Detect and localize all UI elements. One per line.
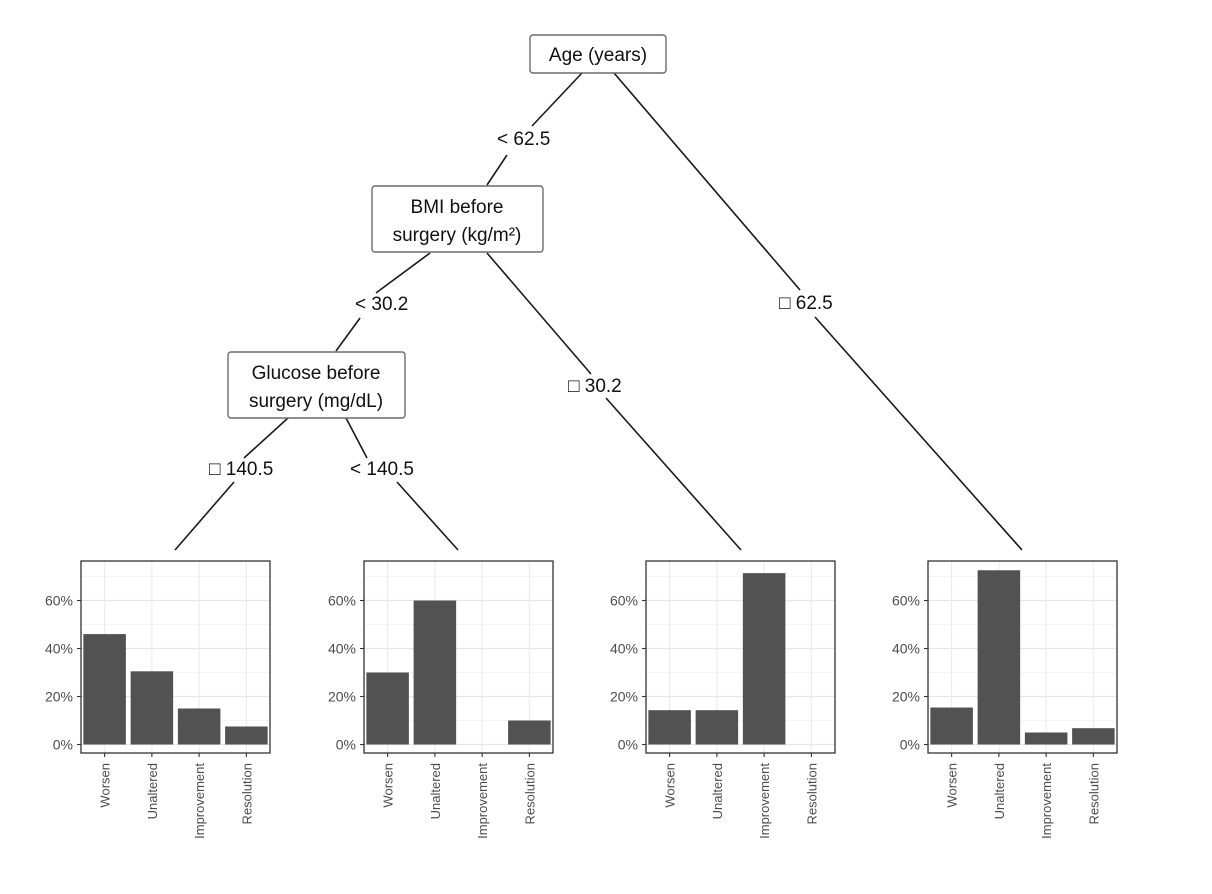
edge-label-glucose-left: □ 140.5: [209, 459, 273, 480]
node-bmi: BMI before surgery (kg/m²): [371, 185, 544, 253]
node-glucose-label-line1: Glucose before: [252, 363, 381, 384]
x-tick-label-resolution: Resolution: [239, 763, 254, 824]
y-tick-label: 20%: [610, 689, 638, 705]
y-tick-label: 40%: [610, 641, 638, 657]
leaf-charts: 0% 20% 40% 60% Worsen Unaltered Improvement Res…: [45, 560, 1118, 839]
bar-resolution: [508, 720, 551, 745]
bar-unaltered: [413, 600, 457, 745]
edge-label-bmi-left: < 30.2: [355, 294, 408, 315]
bar-resolution: [225, 726, 268, 745]
y-tick-label: 60%: [328, 593, 356, 609]
y-tick-label: 60%: [892, 593, 920, 609]
x-tick-label-resolution: Resolution: [804, 763, 819, 824]
y-tick-label: 20%: [328, 689, 356, 705]
x-tick-label-resolution: Resolution: [1086, 763, 1101, 824]
x-tick-label-worsen: Worsen: [945, 763, 960, 808]
y-tick-label: 20%: [45, 689, 73, 705]
edge-age-to-leaf4-lower: [814, 316, 1023, 551]
bar-unaltered: [130, 671, 174, 745]
y-tick-label: 60%: [610, 593, 638, 609]
edge-bmi-to-leaf3-lower: [605, 397, 742, 551]
leaf-chart-border: [645, 560, 836, 754]
node-glucose-label-line2: surgery (mg/dL): [249, 391, 383, 412]
edge-bmi-to-glucose-upper: [375, 252, 431, 294]
bar-unaltered: [977, 570, 1021, 745]
x-tick-label-unaltered: Unaltered: [145, 763, 160, 819]
x-tick-label-improvement: Improvement: [1039, 763, 1054, 839]
bar-worsen: [83, 634, 126, 745]
y-tick-label: 0%: [53, 737, 73, 753]
edge-label-age-left: < 62.5: [497, 129, 550, 150]
node-glucose-box: [227, 351, 406, 419]
edge-age-to-bmi-lower: [486, 154, 508, 186]
bar-improvement: [1024, 732, 1068, 745]
leaf-chart-4: 0% 20% 40% 60% Worsen Unaltered Improvement Res…: [892, 560, 1118, 839]
edge-age-to-bmi-upper: [531, 72, 583, 127]
x-tick-label-worsen: Worsen: [381, 763, 396, 808]
edge-bmi-to-glucose-lower: [335, 317, 361, 352]
leaf-chart-border: [363, 560, 554, 754]
bar-improvement: [742, 573, 786, 745]
node-age: Age (years): [529, 34, 667, 74]
bar-resolution: [1072, 728, 1115, 745]
bar-worsen: [930, 707, 973, 745]
node-bmi-box: [371, 185, 544, 253]
leaf-chart-3: 0% 20% 40% 60% Worsen Unaltered Improvement Res…: [610, 560, 836, 839]
edge-label-age-right: □ 62.5: [779, 293, 833, 314]
node-age-label: Age (years): [549, 45, 647, 66]
node-bmi-label-line2: surgery (kg/m²): [393, 225, 522, 246]
node-bmi-label-line1: BMI before: [411, 197, 504, 218]
bar-unaltered: [695, 710, 739, 745]
y-tick-label: 40%: [892, 641, 920, 657]
edge-label-bmi-right: □ 30.2: [568, 376, 622, 397]
edge-glucose-to-leaf1-lower: [174, 481, 235, 551]
y-tick-label: 40%: [328, 641, 356, 657]
bar-improvement: [177, 708, 221, 745]
bar-worsen: [366, 672, 409, 745]
y-tick-label: 40%: [45, 641, 73, 657]
leaf-chart-border: [927, 560, 1118, 754]
tree-edges: [174, 72, 1023, 551]
edge-glucose-to-leaf1-upper: [243, 417, 289, 459]
x-tick-label-unaltered: Unaltered: [428, 763, 443, 819]
x-tick-label-improvement: Improvement: [192, 763, 207, 839]
y-tick-label: 0%: [900, 737, 920, 753]
y-tick-label: 20%: [892, 689, 920, 705]
node-age-box: [529, 34, 667, 74]
x-tick-label-resolution: Resolution: [522, 763, 537, 824]
edge-glucose-to-leaf2-upper: [345, 417, 368, 459]
edge-label-glucose-right: < 140.5: [350, 459, 414, 480]
node-glucose: Glucose before surgery (mg/dL): [227, 351, 406, 419]
y-tick-label: 0%: [618, 737, 638, 753]
edge-age-to-leaf4-upper: [613, 72, 801, 291]
x-tick-label-worsen: Worsen: [663, 763, 678, 808]
leaf-chart-1: 0% 20% 40% 60% Worsen Unaltered Improvement Res…: [45, 560, 271, 839]
y-tick-label: 0%: [336, 737, 356, 753]
y-tick-label: 60%: [45, 593, 73, 609]
x-tick-label-unaltered: Unaltered: [992, 763, 1007, 819]
edge-bmi-to-leaf3-upper: [486, 252, 592, 375]
edge-glucose-to-leaf2-lower: [396, 481, 459, 551]
x-tick-label-worsen: Worsen: [98, 763, 113, 808]
x-tick-label-improvement: Improvement: [475, 763, 490, 839]
x-tick-label-unaltered: Unaltered: [710, 763, 725, 819]
leaf-chart-2: 0% 20% 40% 60% Worsen Unaltered Improvement Res…: [328, 560, 554, 839]
x-tick-label-improvement: Improvement: [757, 763, 772, 839]
leaf-chart-border: [80, 560, 271, 754]
bar-worsen: [648, 710, 691, 745]
